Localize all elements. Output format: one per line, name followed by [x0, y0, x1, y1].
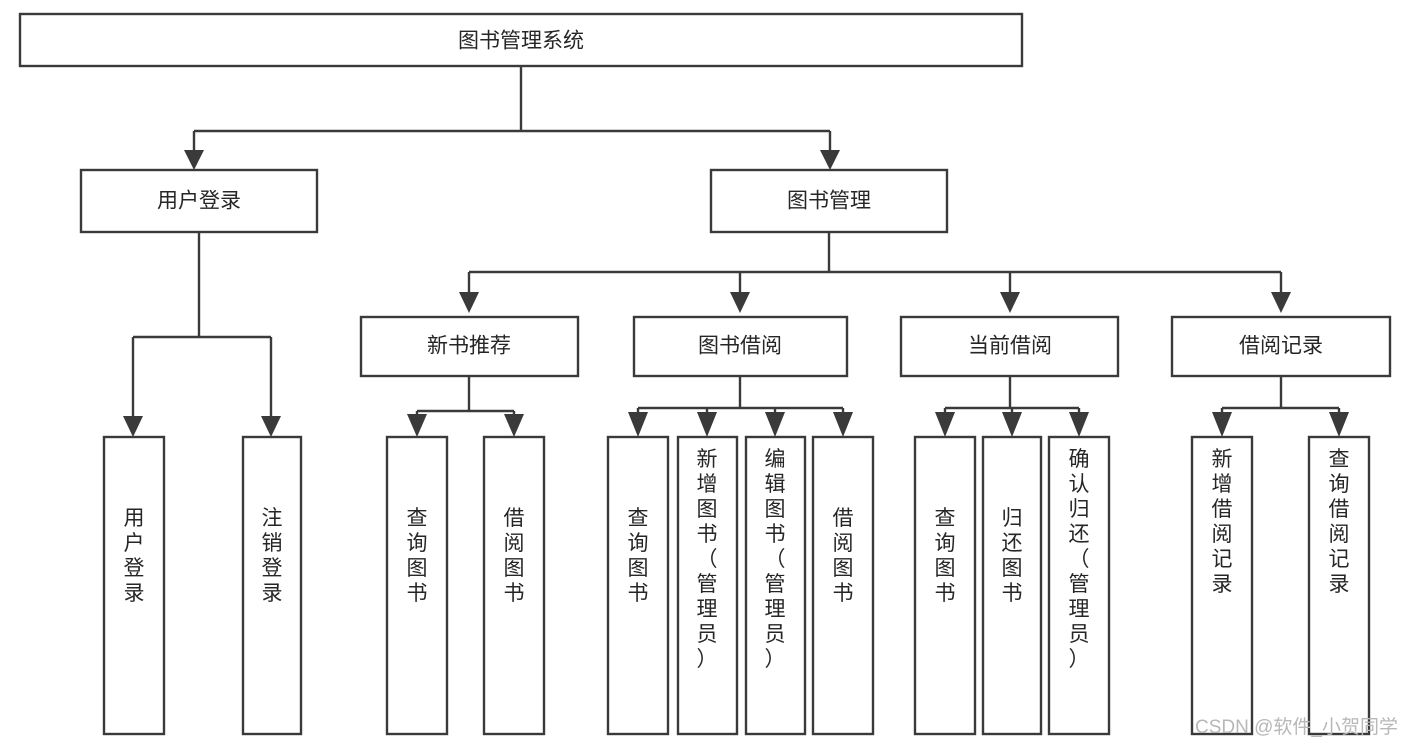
node-leaf-return-book[interactable]: 归还图书: [981, 435, 1043, 736]
node-leaf-borrow-book-2-box[interactable]: [811, 435, 875, 736]
csdn-watermark: CSDN @软件_小贺同学: [1195, 716, 1398, 738]
node-book-manage[interactable]: 图书管理: [709, 168, 949, 234]
node-root-label: 图书管理系统: [458, 30, 584, 53]
arrow-to-leaf-borrow-book-1: [504, 414, 524, 437]
node-current-borrow[interactable]: 当前借阅: [899, 315, 1120, 378]
node-leaf-edit-book-box[interactable]: [744, 435, 807, 736]
node-leaf-query-book-3[interactable]: 查询图书: [913, 435, 977, 736]
node-book-borrow-label: 图书借阅: [698, 335, 782, 358]
node-leaf-query-record-label: 查询借阅记录: [1329, 448, 1350, 596]
node-new-book-recommend[interactable]: 新书推荐: [359, 315, 580, 378]
node-borrow-record[interactable]: 借阅记录: [1170, 315, 1392, 378]
arrow-to-leaf-borrow-book-2: [833, 412, 853, 437]
arrow-to-book-borrow: [730, 292, 750, 313]
connector-book-manage-to-level3: [467, 232, 1283, 294]
node-leaf-return-book-box[interactable]: [981, 435, 1043, 736]
node-book-manage-box[interactable]: [709, 168, 949, 234]
connector-root-to-level2: [192, 66, 832, 152]
arrow-to-leaf-logout: [261, 416, 281, 437]
node-root[interactable]: 图书管理系统: [18, 12, 1024, 68]
arrow-to-book-manage: [820, 150, 840, 170]
arrow-to-leaf-edit-book: [765, 412, 785, 437]
node-leaf-query-book-2-label: 查询图书: [628, 507, 649, 605]
node-leaf-query-book-2[interactable]: 查询图书: [606, 435, 670, 736]
arrow-to-new-book-recommend: [459, 292, 479, 313]
connector-current-borrow-to-leaves: [943, 376, 1081, 418]
node-borrow-record-label: 借阅记录: [1239, 335, 1323, 358]
node-current-borrow-box[interactable]: [899, 315, 1120, 378]
arrow-to-leaf-add-record: [1212, 412, 1232, 437]
node-leaf-confirm-return[interactable]: 确认归还（管理员）: [1047, 435, 1111, 736]
arrow-to-leaf-confirm-return: [1069, 412, 1089, 437]
connector-user-login-to-leaves: [131, 232, 273, 418]
node-leaf-user-login[interactable]: 用户登录: [102, 435, 166, 736]
arrow-to-leaf-query-book-3: [935, 412, 955, 437]
node-user-login[interactable]: 用户登录: [79, 168, 319, 234]
arrow-to-leaf-query-book-2: [628, 412, 648, 437]
node-borrow-record-box[interactable]: [1170, 315, 1392, 378]
node-leaf-borrow-book-1-box[interactable]: [482, 435, 546, 736]
arrow-to-leaf-query-record: [1329, 412, 1349, 437]
node-leaf-add-record[interactable]: 新增借阅记录: [1190, 435, 1254, 736]
node-root-box[interactable]: [18, 12, 1024, 68]
arrow-to-current-borrow: [1000, 292, 1020, 313]
node-leaf-query-record-box[interactable]: [1307, 435, 1371, 736]
node-leaf-add-record-label: 新增借阅记录: [1212, 448, 1233, 596]
node-user-login-box[interactable]: [79, 168, 319, 234]
node-leaf-query-book-3-box[interactable]: [913, 435, 977, 736]
node-book-borrow[interactable]: 图书借阅: [632, 315, 849, 378]
node-leaf-user-login-label: 用户登录: [124, 507, 145, 605]
node-leaf-borrow-book-2[interactable]: 借阅图书: [811, 435, 875, 736]
node-leaf-query-book-3-label: 查询图书: [935, 507, 956, 605]
node-current-borrow-label: 当前借阅: [968, 335, 1052, 358]
arrow-to-leaf-add-book: [697, 412, 717, 437]
node-leaf-edit-book[interactable]: 编辑图书（管理员）: [744, 435, 807, 736]
node-leaf-confirm-return-label: 确认归还（管理员）: [1069, 448, 1090, 671]
arrow-to-user-login: [184, 150, 204, 170]
node-leaf-logout[interactable]: 注销登录: [241, 435, 303, 736]
node-leaf-borrow-book-1[interactable]: 借阅图书: [482, 435, 546, 736]
node-leaf-return-book-label: 归还图书: [1002, 507, 1023, 605]
arrow-to-borrow-record: [1271, 292, 1291, 313]
node-leaf-confirm-return-box[interactable]: [1047, 435, 1111, 736]
node-new-book-recommend-label: 新书推荐: [427, 335, 511, 358]
connector-group: [123, 66, 1349, 437]
node-leaf-add-book[interactable]: 新增图书（管理员）: [676, 435, 739, 736]
node-leaf-query-book-1-box[interactable]: [385, 435, 449, 736]
node-leaf-query-book-2-box[interactable]: [606, 435, 670, 736]
arrow-to-leaf-return-book: [1002, 412, 1022, 437]
node-leaf-borrow-book-1-label: 借阅图书: [504, 507, 525, 605]
node-book-borrow-box[interactable]: [632, 315, 849, 378]
node-leaf-add-book-label: 新增图书（管理员）: [697, 448, 718, 671]
node-leaf-borrow-book-2-label: 借阅图书: [833, 507, 854, 605]
connector-book-borrow-to-leaves: [636, 376, 845, 418]
node-book-manage-label: 图书管理: [787, 190, 871, 213]
node-new-book-recommend-box[interactable]: [359, 315, 580, 378]
node-leaf-query-book-1[interactable]: 查询图书: [385, 435, 449, 736]
node-leaf-user-login-box[interactable]: [102, 435, 166, 736]
node-leaf-logout-box[interactable]: [241, 435, 303, 736]
node-leaf-add-record-box[interactable]: [1190, 435, 1254, 736]
node-leaf-edit-book-label: 编辑图书（管理员）: [765, 448, 786, 671]
node-leaf-logout-label: 注销登录: [262, 507, 283, 605]
arrow-to-leaf-query-book-1: [407, 414, 427, 437]
arrow-to-leaf-user-login: [123, 416, 143, 437]
node-user-login-label: 用户登录: [157, 190, 241, 213]
node-leaf-query-book-1-label: 查询图书: [407, 507, 428, 605]
node-leaf-query-record[interactable]: 查询借阅记录: [1307, 435, 1371, 736]
node-leaf-add-book-box[interactable]: [676, 435, 739, 736]
connector-new-book-to-leaves: [415, 376, 516, 418]
connector-borrow-record-to-leaves: [1220, 376, 1341, 418]
